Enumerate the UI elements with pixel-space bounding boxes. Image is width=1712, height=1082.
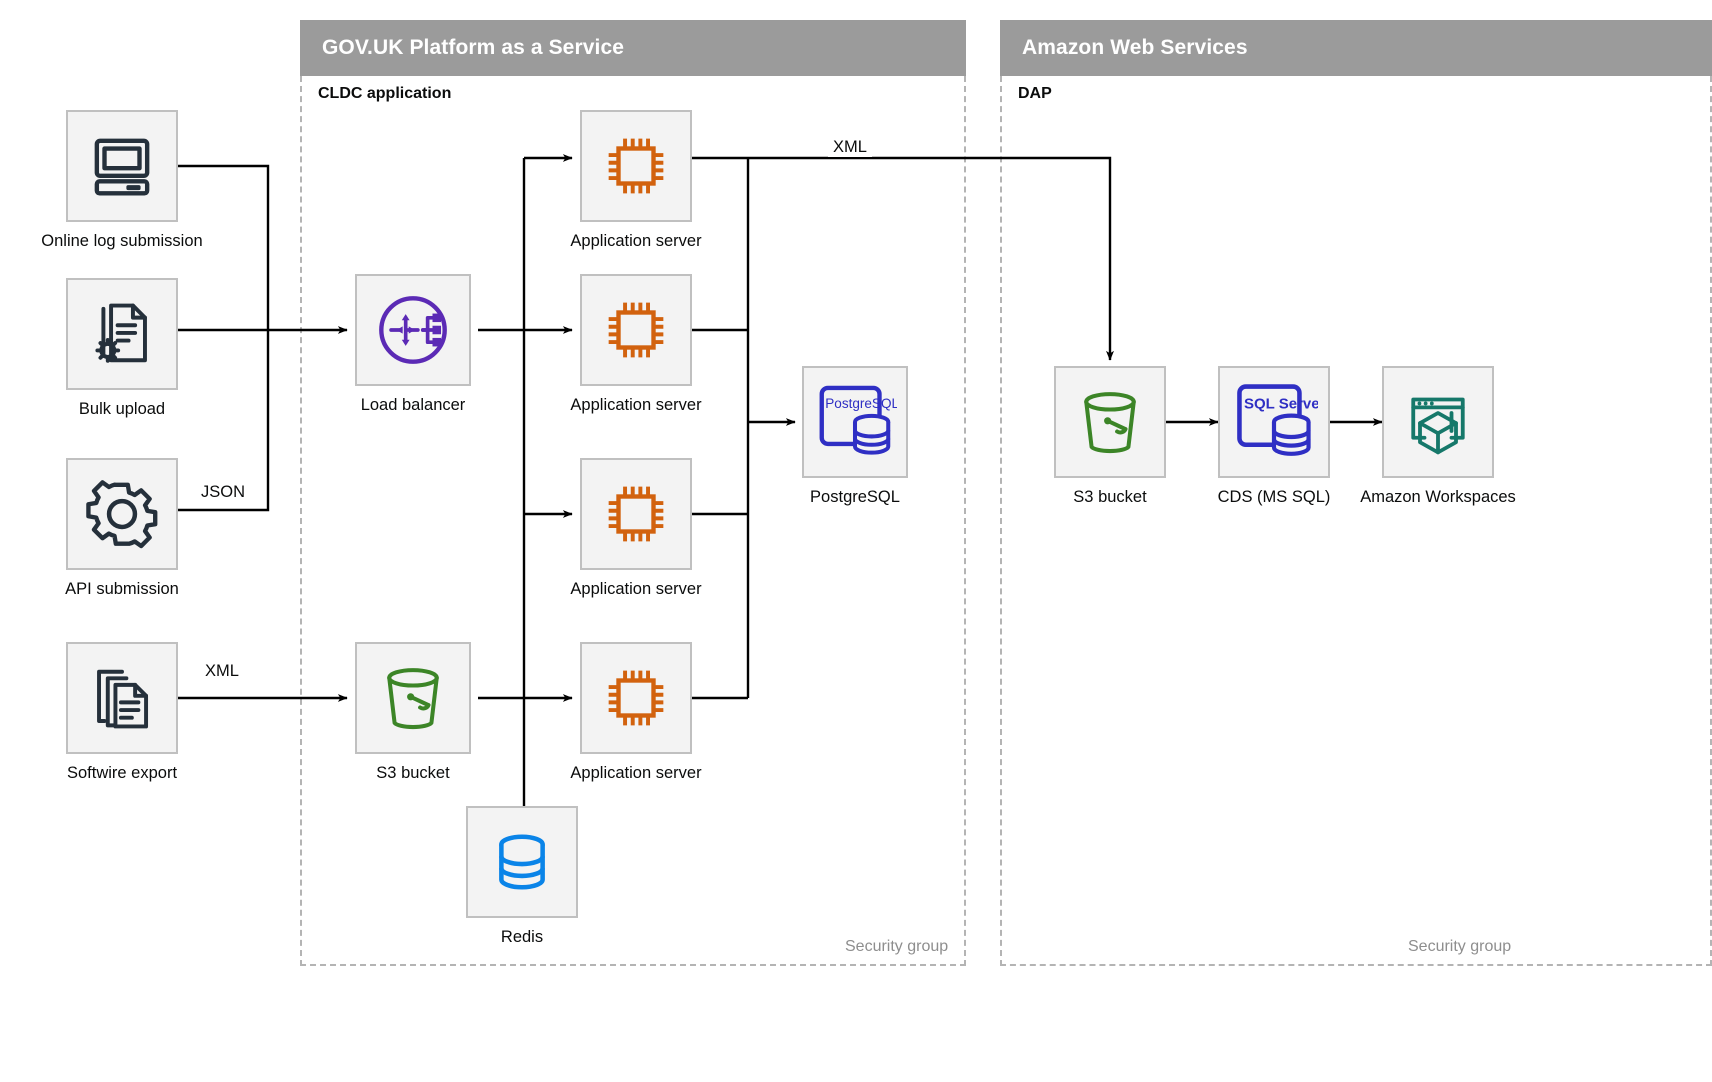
node-label-api-submission: API submission: [65, 580, 179, 598]
desktop-computer-icon: [94, 138, 150, 196]
cpu-chip-icon: [608, 302, 664, 358]
node-label-app-server-3: Application server: [570, 580, 702, 598]
node-app-server-1[interactable]: Application server: [570, 110, 702, 250]
node-app-server-3[interactable]: Application server: [570, 458, 702, 598]
node-softwire-export[interactable]: Softwire export: [66, 642, 178, 782]
node-label-bulk-upload: Bulk upload: [78, 400, 166, 418]
panel-header-aws-title: Amazon Web Services: [1022, 36, 1248, 59]
cpu-chip-icon: [608, 670, 664, 726]
node-label-softwire-export: Softwire export: [66, 764, 178, 782]
node-api-submission[interactable]: API submission: [65, 458, 179, 598]
gear-icon: [86, 480, 158, 549]
sql-server-badge-text: SQL Server: [1244, 395, 1318, 412]
node-s3-bucket-paas[interactable]: S3 bucket: [355, 642, 471, 782]
cpu-chip-icon: [608, 486, 664, 542]
s3-bucket-icon: [387, 668, 439, 730]
documents-stack-icon: [97, 669, 149, 729]
edge-label-xml-export: XML: [200, 662, 244, 681]
node-label-redis: Redis: [500, 928, 544, 946]
s3-bucket-icon: [1084, 392, 1136, 454]
sql-server-database-icon: SQL Server: [1237, 384, 1318, 456]
panel-header-paas: GOV.UK Platform as a Service: [300, 20, 966, 76]
node-label-cds-ms-sql: CDS (MS SQL): [1217, 488, 1331, 506]
panel-subtitle-cldc-application: CLDC application: [318, 85, 452, 102]
node-load-balancer[interactable]: Load balancer: [355, 274, 471, 414]
edge-label-xml-app: XML: [828, 138, 872, 157]
node-label-amazon-workspaces: Amazon Workspaces: [1360, 488, 1516, 506]
node-bulk-upload[interactable]: Bulk upload: [66, 278, 178, 418]
node-amazon-workspaces[interactable]: Amazon Workspaces: [1360, 366, 1516, 506]
redis-database-icon: [499, 834, 545, 890]
node-app-server-2[interactable]: Application server: [570, 274, 702, 414]
node-s3-bucket-aws[interactable]: S3 bucket: [1054, 366, 1166, 506]
node-label-app-server-2: Application server: [570, 396, 702, 414]
postgresql-badge-text: PostgreSQL: [825, 396, 897, 411]
node-app-server-4[interactable]: Application server: [570, 642, 702, 782]
security-group-label-paas: Security group: [845, 938, 949, 955]
security-group-label-aws: Security group: [1408, 938, 1512, 955]
node-label-s3-bucket-aws: S3 bucket: [1073, 488, 1147, 506]
node-label-app-server-1: Application server: [570, 232, 702, 250]
edge-label-json: JSON: [196, 483, 251, 502]
node-redis[interactable]: Redis: [466, 806, 578, 946]
node-label-s3-bucket-paas: S3 bucket: [376, 764, 450, 782]
panel-header-aws: Amazon Web Services: [1000, 20, 1712, 76]
cpu-chip-icon: [608, 138, 664, 194]
panel-subtitle-dap: DAP: [1018, 85, 1052, 102]
node-online-log-submission[interactable]: Online log submission: [41, 110, 203, 250]
amazon-workspaces-icon: [1411, 397, 1465, 455]
postgresql-database-icon: PostgreSQL: [819, 385, 897, 455]
node-label-app-server-4: Application server: [570, 764, 702, 782]
load-balancer-icon: [379, 296, 447, 364]
node-label-online-log-submission: Online log submission: [41, 232, 203, 250]
node-label-load-balancer: Load balancer: [360, 396, 466, 414]
node-cds-ms-sql[interactable]: SQL Server CDS (MS SQL): [1218, 366, 1330, 506]
document-gear-icon: [95, 303, 147, 363]
node-postgresql[interactable]: PostgreSQL PostgreSQL: [802, 366, 908, 506]
panel-body-aws: [1000, 76, 1712, 966]
panel-body-paas: [300, 76, 966, 966]
node-label-postgresql: PostgreSQL: [810, 488, 900, 506]
panel-header-paas-title: GOV.UK Platform as a Service: [322, 36, 624, 59]
